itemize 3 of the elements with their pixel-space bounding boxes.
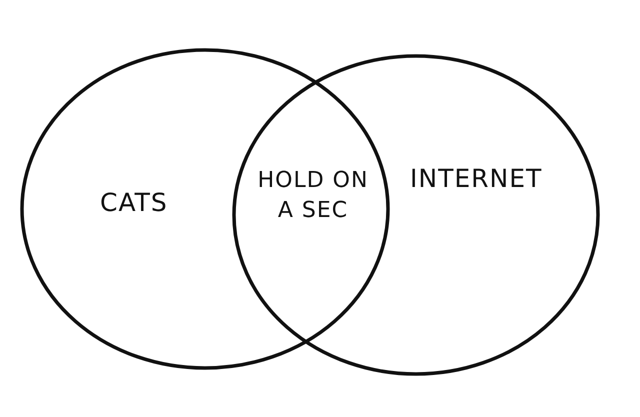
set-label: INTERNET — [410, 164, 542, 193]
set-label: CATS — [100, 188, 168, 217]
intersection-label: HOLD ON A SEC — [256, 167, 370, 225]
